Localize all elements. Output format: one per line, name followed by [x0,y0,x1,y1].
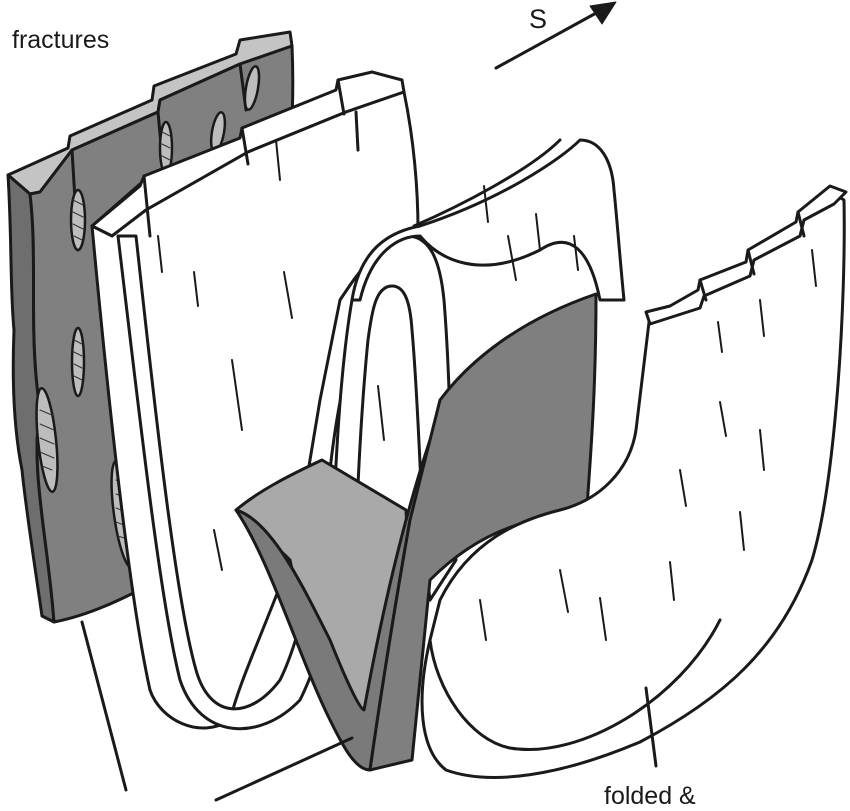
band-fracture-line [157,235,163,273]
band-fracture-line [507,235,517,281]
fractures-label: fractures [12,26,110,54]
band-fracture-line [719,401,727,437]
band-fracture-line [377,385,385,441]
band-offset-line [336,78,346,116]
band-fracture-line [231,359,243,431]
fractured-layer [6,30,295,624]
band-fracture-line [679,469,687,507]
fracture-lens [35,387,59,493]
band-offset-line [142,174,152,238]
band-offset-line [354,110,360,152]
band-fracture-line [479,599,487,641]
band-offset-line [796,210,806,238]
folded-label: folded & [604,782,696,810]
anticline-crest-line [412,138,562,228]
leader-line-folded [644,686,658,768]
band-fracture-line [573,235,579,271]
fracture-lens [69,188,87,252]
direction-arrow-icon [494,1,617,70]
band-fracture-line [213,529,223,571]
front-limb-face [420,192,846,779]
syncline-trough-2 [428,618,722,751]
leader-line-fractured [80,620,128,792]
band-fracture-line [759,429,765,471]
band-fracture-line [483,185,489,223]
band-offset-line [698,278,708,302]
band-fracture-line [283,271,293,319]
band-fracture-line [759,299,765,337]
folded-layer-front [420,184,848,779]
band-fracture-line [535,213,541,251]
leader-lines [80,620,658,802]
fault-planes [234,292,598,772]
band-fracture-line [811,249,817,287]
band-fracture-line [739,511,745,551]
fracture-lens [70,326,86,398]
band-fracture-line [717,321,723,353]
fracture-lens [243,65,261,111]
direction-label: S [529,4,548,34]
band-fracture-line [193,271,199,307]
band-fracture-line [669,561,675,601]
band-fracture-line [559,569,569,613]
band-fracture-line [599,597,607,641]
leader-line-plane [214,736,354,802]
band-offset-line [746,248,756,276]
band-offset-line [240,126,250,166]
band-fracture-line [275,139,281,181]
